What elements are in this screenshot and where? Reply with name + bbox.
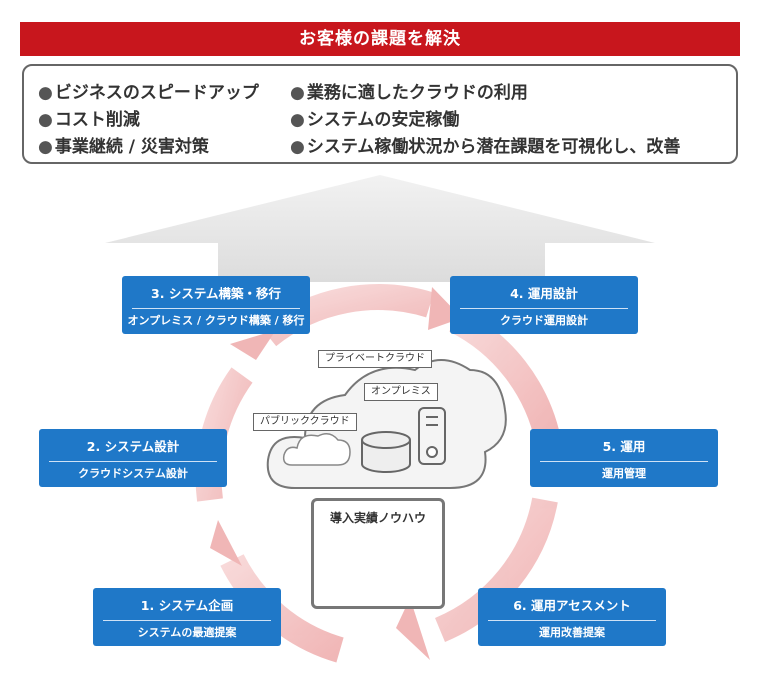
step-6-box: 6. 運用アセスメント 運用改善提案 [478, 588, 666, 646]
step-title: 1. システム企画 [140, 598, 234, 613]
step-subtitle: クラウド運用設計 [500, 314, 588, 327]
bullet-icon: ● [38, 83, 53, 103]
private-cloud-label: プライベートクラウド [318, 350, 432, 368]
step-subtitle: オンプレミス / クラウド構築 / 移行 [127, 314, 305, 327]
bullet-icon: ● [290, 83, 305, 103]
divider [49, 461, 217, 462]
goal-item: ●ビジネスのスピードアップ [38, 83, 259, 103]
divider [460, 308, 628, 309]
step-5-box: 5. 運用 運用管理 [530, 429, 718, 487]
banner-title: お客様の課題を解決 [20, 22, 740, 56]
step-3-box: 3. システム構築・移行 オンプレミス / クラウド構築 / 移行 [122, 276, 310, 334]
step-1-box: 1. システム企画 システムの最適提案 [93, 588, 281, 646]
goals-box: ●ビジネスのスピードアップ ●コスト削減 ●事業継続 / 災害対策 ●業務に適し… [22, 64, 738, 164]
bullet-icon: ● [290, 137, 305, 157]
database-icon [361, 431, 411, 473]
divider [540, 461, 708, 462]
goal-item: ●システム稼働状況から潜在課題を可視化し、改善 [290, 137, 681, 157]
step-subtitle: 運用改善提案 [539, 626, 605, 639]
onprem-label: オンプレミス [364, 383, 438, 401]
step-title: 4. 運用設計 [510, 286, 578, 301]
bullet-icon: ● [38, 137, 53, 157]
knowhow-label: 導入実績ノウハウ [329, 511, 426, 525]
bullet-icon: ● [290, 110, 305, 130]
step-title: 3. システム構築・移行 [151, 286, 281, 301]
goal-item: ●コスト削減 [38, 110, 140, 130]
step-subtitle: 運用管理 [602, 467, 646, 480]
public-cloud-icon [282, 433, 351, 466]
goal-item: ●システムの安定稼働 [290, 110, 460, 130]
step-title: 5. 運用 [602, 439, 646, 454]
step-2-box: 2. システム設計 クラウドシステム設計 [39, 429, 227, 487]
server-icon [418, 407, 446, 465]
step-4-box: 4. 運用設計 クラウド運用設計 [450, 276, 638, 334]
divider [132, 308, 300, 309]
divider [103, 620, 271, 621]
public-cloud-label: パブリッククラウド [253, 413, 357, 431]
cycle-arrowheads [210, 287, 462, 660]
knowhow-box: 導入実績ノウハウ [311, 498, 445, 609]
goal-item: ●事業継続 / 災害対策 [38, 137, 209, 157]
step-subtitle: システムの最適提案 [137, 626, 237, 639]
bullet-icon: ● [38, 110, 53, 130]
upward-arrow [105, 175, 655, 282]
goal-item: ●業務に適したクラウドの利用 [290, 83, 528, 103]
divider [488, 620, 656, 621]
step-title: 2. システム設計 [86, 439, 180, 454]
step-subtitle: クラウドシステム設計 [78, 467, 188, 480]
step-title: 6. 運用アセスメント [513, 598, 631, 613]
